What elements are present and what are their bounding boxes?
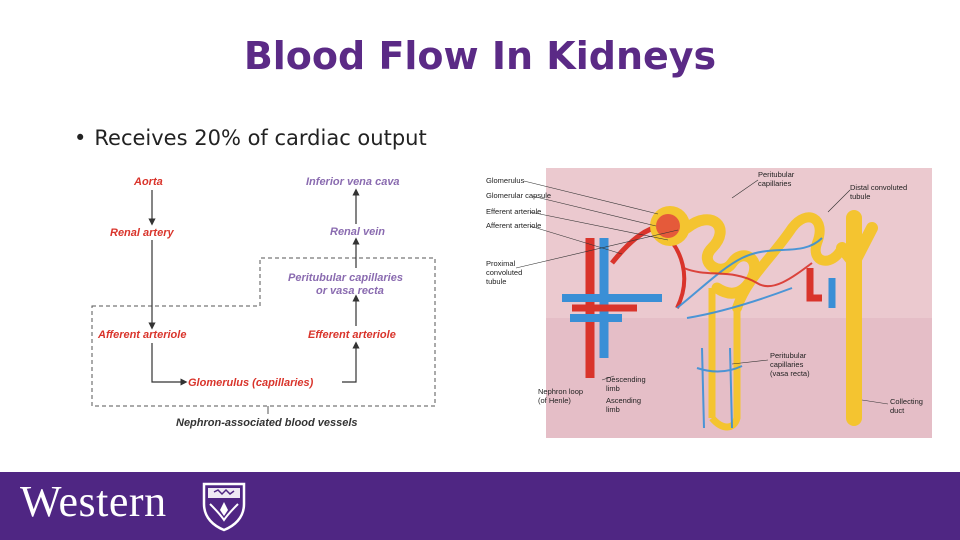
glomerulus-tuft <box>656 214 680 238</box>
label-descending-2: limb <box>606 384 620 393</box>
label-proximal-1: Proximal <box>486 259 516 268</box>
blood-flow-flowchart: Aorta Renal artery Afferent arteriole Gl… <box>91 176 436 429</box>
label-peritubular-mid-2: capillaries <box>770 360 804 369</box>
label-distal-1: Distal convoluted <box>850 183 907 192</box>
nephron-illustration: Glomerulus Glomerular capsule Efferent a… <box>486 168 932 438</box>
label-loop-2: (of Henle) <box>538 396 571 405</box>
label-inferior-vena-cava: Inferior vena cava <box>306 176 400 188</box>
label-peritubular-mid-3: (vasa recta) <box>770 369 810 378</box>
label-glomerulus: Glomerulus <box>486 176 525 185</box>
label-distal-2: tubule <box>850 192 870 201</box>
western-logo-text: Western <box>20 477 167 526</box>
label-collecting-1: Collecting <box>890 397 923 406</box>
label-efferent: Efferent arteriole <box>486 207 541 216</box>
nephron-boundary <box>91 257 436 407</box>
label-loop-1: Nephron loop <box>538 387 583 396</box>
footer-bar: Western <box>0 472 960 540</box>
shield-icon <box>202 482 246 532</box>
label-proximal-2: convoluted <box>486 268 522 277</box>
label-glomerular-capsule: Glomerular capsule <box>486 191 551 200</box>
label-peritubular-top-2: capillaries <box>758 179 792 188</box>
distal-tubule <box>732 212 847 313</box>
label-vasa-recta: or vasa recta <box>316 285 384 297</box>
bullet-dot: • <box>74 126 87 150</box>
artery-right <box>806 268 822 302</box>
label-efferent-arteriole: Efferent arteriole <box>308 329 396 341</box>
label-glomerulus: Glomerulus (capillaries) <box>188 377 314 389</box>
label-afferent-arteriole: Afferent arteriole <box>97 329 186 341</box>
label-afferent: Afferent arteriole <box>486 221 541 230</box>
slide-title: Blood Flow In Kidneys <box>243 34 717 78</box>
bullet-text: Receives 20% of cardiac output <box>94 126 427 150</box>
loop-ascending <box>709 308 741 431</box>
bullet-point: • Receives 20% of cardiac output <box>74 126 427 150</box>
label-ascending-1: Ascending <box>606 396 641 405</box>
label-renal-artery: Renal artery <box>110 227 174 239</box>
peritubular-red <box>683 262 813 288</box>
label-ascending-2: limb <box>606 405 620 414</box>
vein-branch <box>562 294 662 322</box>
label-peritubular-top-1: Peritubular <box>758 170 795 179</box>
leader-lines <box>515 179 889 405</box>
label-proximal-3: tubule <box>486 277 506 286</box>
label-peritubular: Peritubular capillaries <box>288 272 403 284</box>
label-peritubular-mid-1: Peritubular <box>770 351 807 360</box>
label-aorta: Aorta <box>133 176 163 188</box>
label-descending-1: Descending <box>606 375 646 384</box>
label-renal-vein: Renal vein <box>330 226 385 238</box>
arrow-glomerulus-efferent <box>342 341 360 383</box>
label-collecting-2: duct <box>890 406 905 415</box>
arrow-afferent-glomerulus <box>151 343 188 386</box>
peritubular-capillaries <box>676 237 823 429</box>
flowchart-caption: Nephron-associated blood vessels <box>176 417 358 429</box>
